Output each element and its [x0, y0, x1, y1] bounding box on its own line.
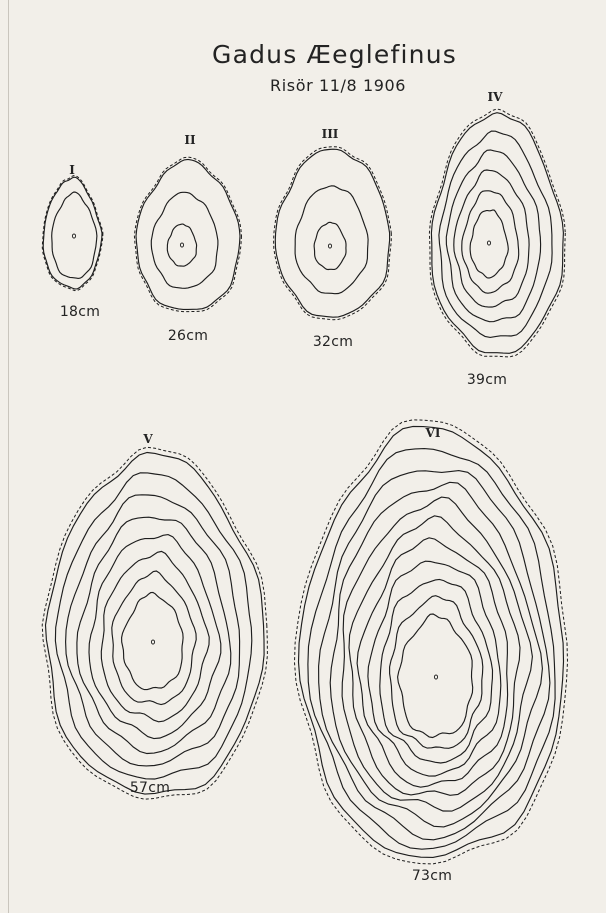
- growth-ring: [89, 535, 221, 739]
- scale-v: [42, 447, 267, 799]
- growth-ring: [357, 538, 508, 787]
- growth-ring: [167, 224, 196, 266]
- growth-ring: [308, 449, 555, 850]
- growth-ring: [295, 186, 368, 294]
- growth-ring: [470, 210, 508, 278]
- growth-ring: [390, 596, 483, 749]
- growth-ring: [136, 159, 240, 309]
- scale-nucleus: [487, 241, 490, 245]
- scale-iii: [274, 147, 392, 320]
- growth-ring: [314, 222, 346, 269]
- growth-ring: [349, 516, 520, 796]
- growth-ring: [66, 495, 240, 766]
- scale-iv: [429, 109, 565, 357]
- growth-ring: [431, 113, 563, 354]
- scale-nucleus: [180, 243, 183, 247]
- scale-vi: [295, 420, 568, 864]
- scale-nucleus: [151, 640, 154, 644]
- growth-ring: [446, 150, 540, 322]
- scale-nucleus: [328, 244, 331, 248]
- growth-ring: [55, 473, 251, 779]
- growth-ring: [319, 471, 550, 840]
- growth-ring: [275, 149, 389, 317]
- growth-ring: [77, 517, 231, 753]
- growth-ring: [46, 453, 265, 795]
- growth-ring: [122, 593, 184, 690]
- scale-ii: [134, 157, 241, 312]
- growth-ring: [52, 192, 97, 278]
- scale-nucleus: [434, 675, 437, 679]
- scale-outline-dashed: [295, 420, 568, 864]
- growth-ring: [368, 561, 501, 776]
- growth-ring: [151, 192, 218, 288]
- scale-nucleus: [72, 234, 75, 238]
- growth-ring: [101, 551, 209, 721]
- scale-i: [42, 176, 103, 291]
